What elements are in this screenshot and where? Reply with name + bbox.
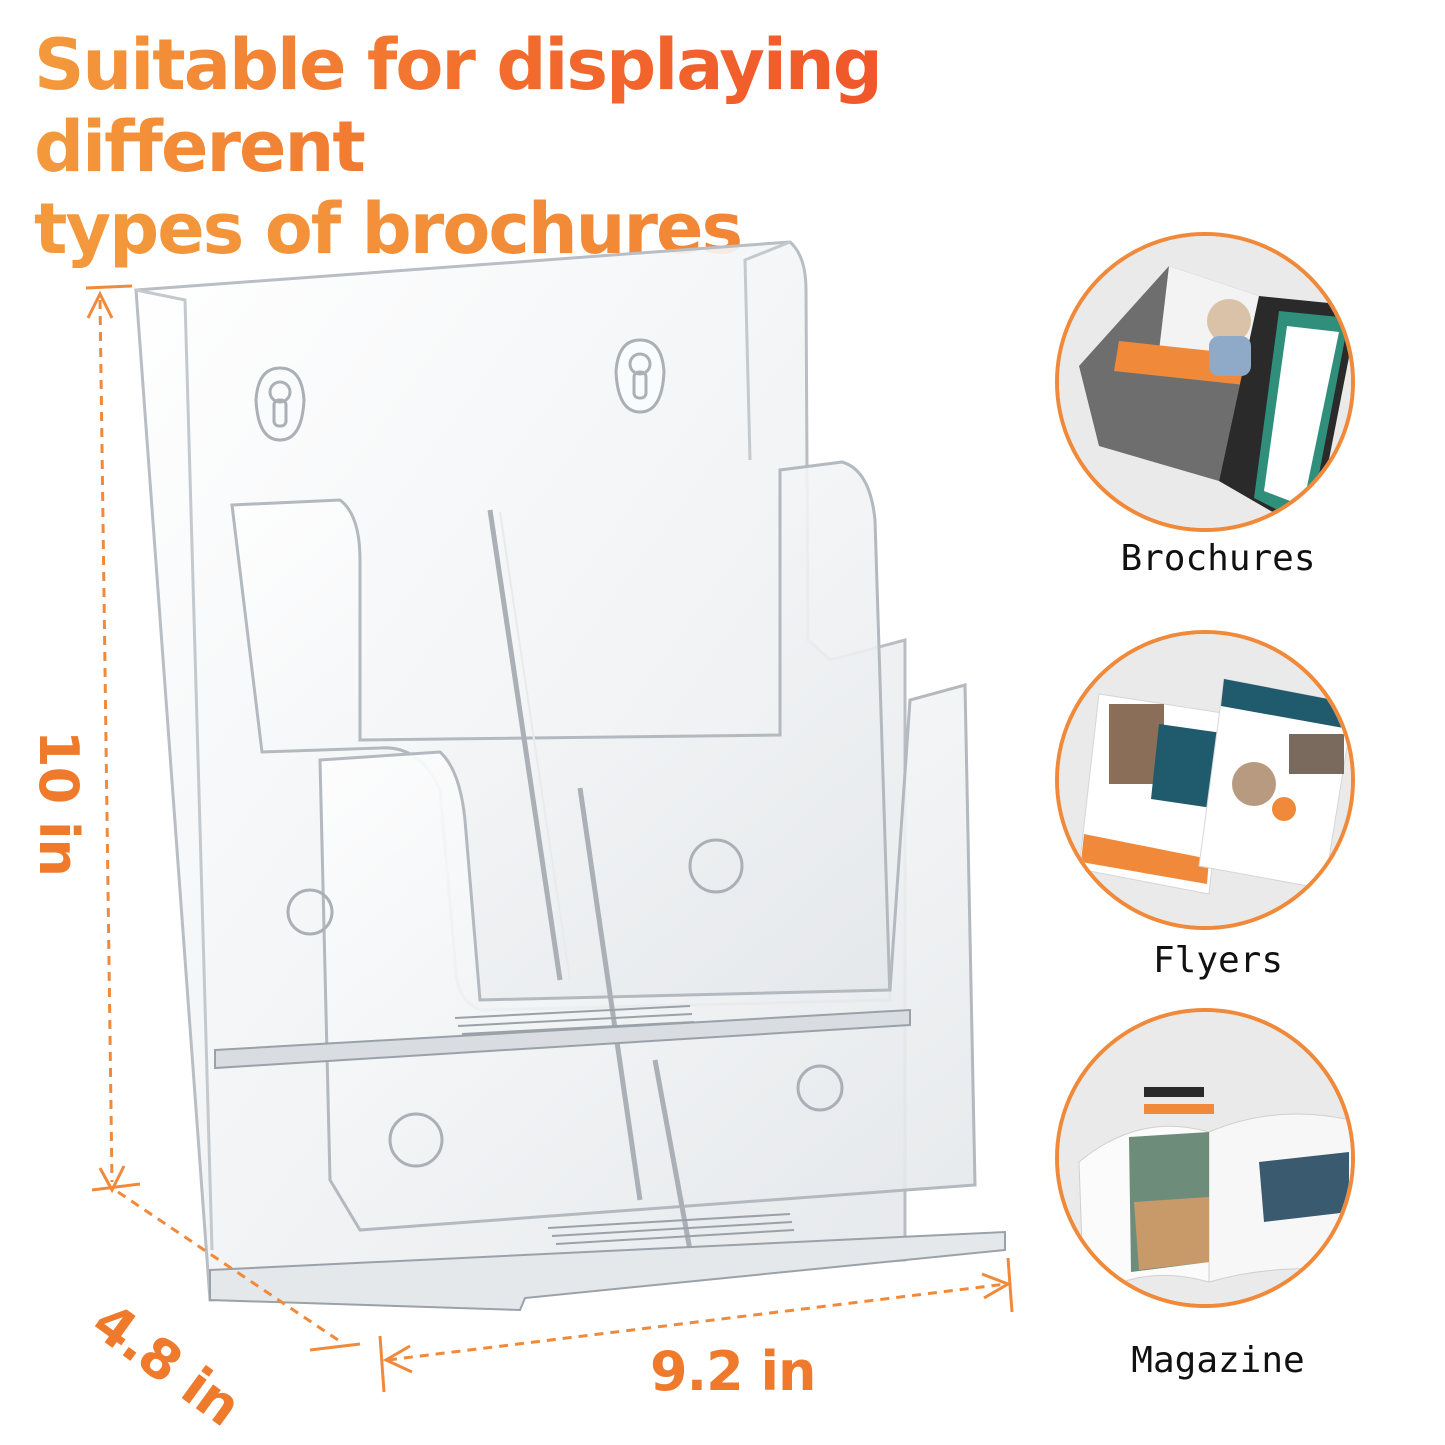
magazine-label: Magazine bbox=[1131, 1340, 1305, 1381]
trifold-brochure-icon bbox=[1059, 236, 1351, 528]
keyhole-slot-right-icon bbox=[614, 338, 666, 414]
open-magazine-icon bbox=[1059, 1012, 1351, 1304]
brochure-example-image bbox=[1055, 232, 1355, 532]
magazine-example-image bbox=[1055, 1008, 1355, 1308]
height-dimension-line bbox=[85, 284, 133, 1194]
depth-dimension-line bbox=[91, 1182, 361, 1352]
brochures-label: Brochures bbox=[1120, 538, 1316, 579]
headline-line-1: Suitable for displaying different bbox=[34, 24, 1134, 188]
width-dimension-line bbox=[378, 1257, 1014, 1393]
flyer-pair-icon bbox=[1059, 634, 1351, 926]
width-label: 9.2 in bbox=[650, 1340, 816, 1403]
flyers-label: Flyers bbox=[1152, 940, 1284, 981]
base-shelf bbox=[209, 1005, 1006, 1312]
flyer-example-image bbox=[1055, 630, 1355, 930]
lower-pocket bbox=[286, 683, 977, 1251]
height-label: 10 in bbox=[27, 730, 90, 876]
keyhole-slot-left-icon bbox=[254, 366, 306, 442]
